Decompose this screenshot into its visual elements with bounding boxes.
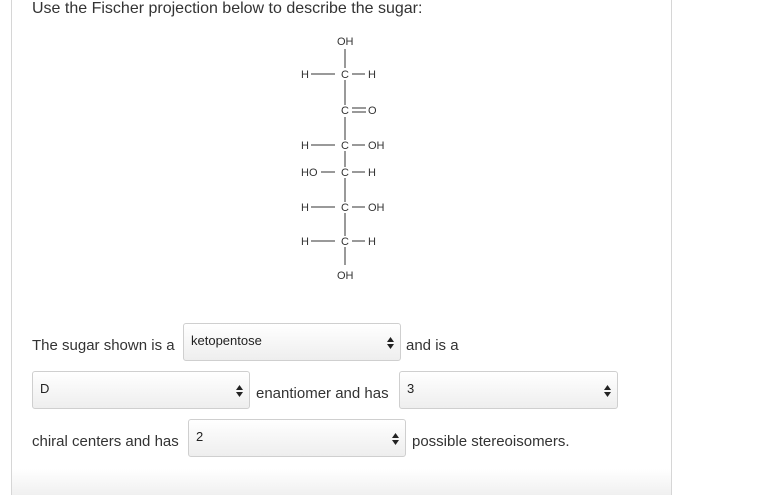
c6-carbon-label: C <box>341 236 349 248</box>
c5-right-label: OH <box>368 202 385 214</box>
select-arrows-icon <box>392 433 399 445</box>
c6-left-label: H <box>301 236 309 248</box>
select-arrows-icon <box>236 385 243 397</box>
fischer-projection: OH H C H C O H C OH HO C H H C OH H C H … <box>301 36 385 282</box>
c4-left-label: HO <box>301 167 318 179</box>
select-arrows-icon <box>387 337 394 349</box>
question-panel <box>11 0 672 495</box>
stereoisomers-select[interactable]: 2 <box>188 419 406 457</box>
stereoisomers-value: 2 <box>196 429 204 444</box>
c5-carbon-label: C <box>341 202 349 214</box>
c3-left-label: H <box>301 140 309 152</box>
c6-right-label: H <box>368 236 376 248</box>
enantiomer-select[interactable]: D <box>32 371 250 409</box>
ketone-oxygen-label: O <box>368 105 377 117</box>
c4-right-label: H <box>368 167 376 179</box>
chiral-centers-value: 3 <box>407 381 415 396</box>
select-arrows-icon <box>604 385 611 397</box>
c1-right-label: H <box>368 69 376 81</box>
sugar-type-value: ketopentose <box>191 333 262 348</box>
sentence-part-3: enantiomer and has <box>256 385 389 402</box>
c1-carbon-label: C <box>341 69 349 81</box>
question-text: Use the Fischer projection below to desc… <box>32 0 423 17</box>
c4-carbon-label: C <box>341 167 349 179</box>
c2-carbon-label: C <box>341 105 349 117</box>
top-oh-label: OH <box>337 36 354 48</box>
chiral-centers-select[interactable]: 3 <box>399 371 618 409</box>
sentence-part-5: possible stereoisomers. <box>412 433 570 450</box>
sentence-part-4: chiral centers and has <box>32 433 179 450</box>
c3-right-label: OH <box>368 140 385 152</box>
c3-carbon-label: C <box>341 140 349 152</box>
sugar-type-select[interactable]: ketopentose <box>183 323 401 361</box>
enantiomer-value: D <box>40 381 50 396</box>
c1-left-label: H <box>301 69 309 81</box>
c5-left-label: H <box>301 202 309 214</box>
sentence-part-2: and is a <box>406 337 459 354</box>
bottom-oh-label: OH <box>337 270 354 282</box>
panel-footer <box>12 469 671 495</box>
sentence-part-1: The sugar shown is a <box>32 337 175 354</box>
